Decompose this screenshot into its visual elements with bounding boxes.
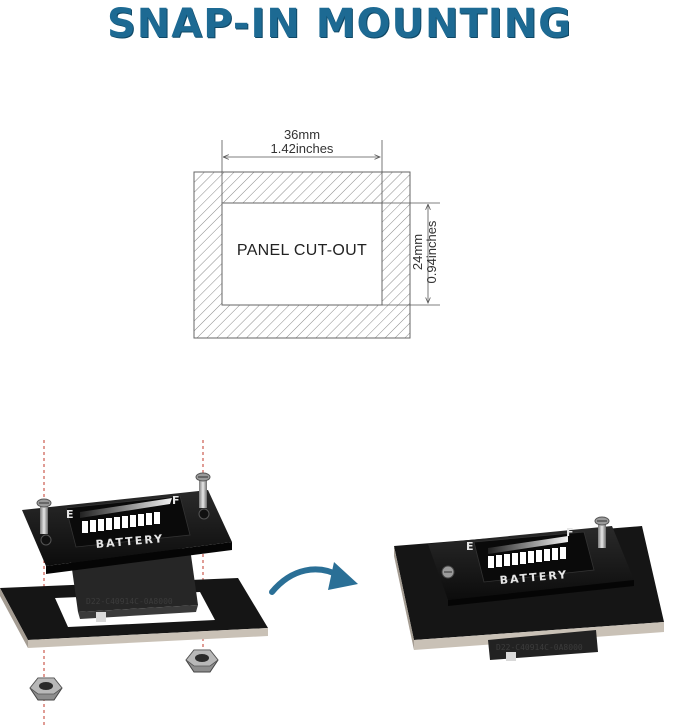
screw-icon xyxy=(441,565,455,579)
hex-nut-icon xyxy=(29,677,63,701)
meter-body-assembled: D22-C40914C-0A8000 xyxy=(488,630,598,661)
meter-serial-assembled: D22-C40914C-0A8000 xyxy=(496,643,583,652)
page-title: SNAP-IN MOUNTING xyxy=(107,1,572,47)
curved-arrow-right-icon xyxy=(269,562,358,595)
full-mark-assembled: F xyxy=(566,526,574,539)
led-bar-assembled xyxy=(488,547,566,568)
width-dimension-label: 36mm 1.42inches xyxy=(242,128,362,156)
width-mm: 36mm xyxy=(283,127,321,142)
meter-serial-exploded: D22-C40914C-0A8000 xyxy=(86,597,173,606)
led-bar-exploded xyxy=(82,512,160,533)
height-mm: 24mm xyxy=(410,233,425,271)
height-inches: 0.94inches xyxy=(424,220,439,284)
battery-label-assembled: BATTERY xyxy=(499,568,569,587)
empty-mark-exploded: E xyxy=(66,508,74,521)
panel-cutout-label: PANEL CUT-OUT xyxy=(236,242,368,259)
meter-bezel-exploded: E F BATTERY xyxy=(22,490,232,574)
screw-icon xyxy=(594,516,610,548)
width-inches: 1.42inches xyxy=(270,141,334,156)
full-mark-exploded: F xyxy=(172,494,180,507)
screw-icon xyxy=(36,498,52,534)
screw-icon xyxy=(195,472,211,508)
meter-bezel-assembled: E F BATTERY xyxy=(428,516,634,606)
hex-nut-icon xyxy=(185,649,219,673)
battery-label-exploded: BATTERY xyxy=(95,532,165,551)
empty-mark-assembled: E xyxy=(466,540,474,553)
height-dimension-label: 24mm 0.94inches xyxy=(410,212,491,292)
cutout-opening xyxy=(221,202,383,306)
